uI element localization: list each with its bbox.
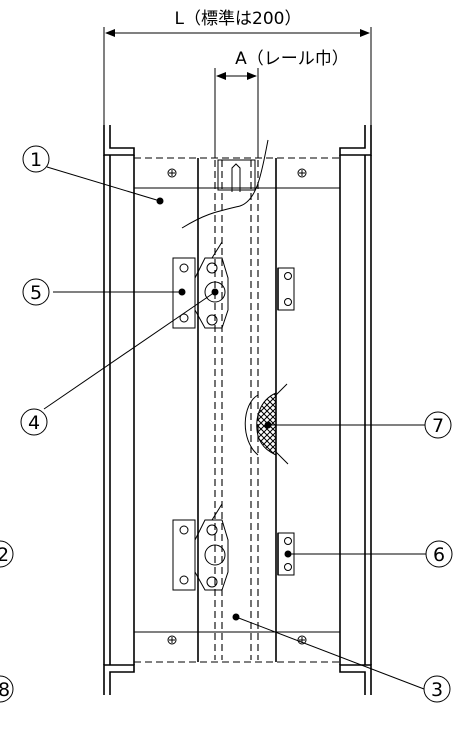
side-stopper-upper <box>277 267 295 311</box>
svg-text:5: 5 <box>30 282 42 304</box>
callout-6: 6 <box>425 540 453 568</box>
hatched-section <box>244 383 289 465</box>
svg-text:2: 2 <box>0 544 9 566</box>
callout-8: 8 <box>0 675 14 703</box>
svg-text:1: 1 <box>30 149 42 171</box>
mounting-plate <box>134 157 340 663</box>
lower-bracket <box>172 503 229 591</box>
svg-text:3: 3 <box>431 679 443 701</box>
svg-text:8: 8 <box>0 679 10 701</box>
callout-5: 5 <box>22 278 50 306</box>
upper-bracket <box>172 241 229 329</box>
callout-7: 7 <box>424 411 452 439</box>
callout-3: 3 <box>423 675 451 703</box>
screw-top-left <box>167 168 177 178</box>
callout-1: 1 <box>22 145 50 173</box>
length-dimension-label: L（標準は200） <box>175 9 302 29</box>
svg-text:6: 6 <box>433 544 445 566</box>
dimension-length: L（標準は200） <box>103 9 372 130</box>
outer-frame <box>103 125 372 695</box>
screw-bottom-left <box>167 635 177 645</box>
callout-2: 2 <box>0 540 14 568</box>
leader-lines <box>43 166 426 690</box>
svg-text:7: 7 <box>432 415 444 437</box>
rail-width-dimension-label: A（レール巾） <box>235 49 349 69</box>
svg-text:4: 4 <box>28 412 40 434</box>
callout-4: 4 <box>20 408 48 436</box>
rail <box>181 139 277 662</box>
screw-top-right <box>297 168 307 178</box>
dimension-rail-width: A（レール巾） <box>214 49 349 158</box>
